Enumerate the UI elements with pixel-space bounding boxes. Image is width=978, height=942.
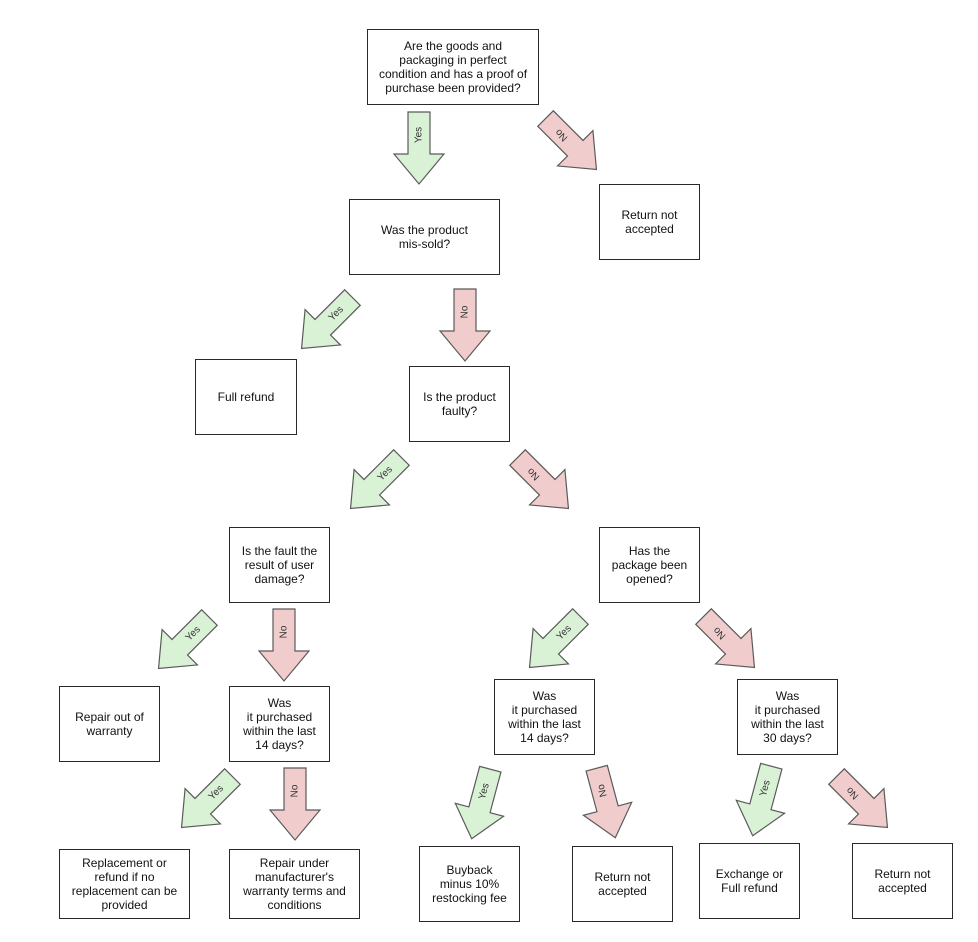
arrow-shape	[735, 762, 786, 837]
arrow-yes-12: Yes	[454, 765, 505, 840]
question-mis-sold: Was the product mis-sold?	[349, 199, 500, 275]
arrow-yes-8: Yes	[528, 607, 590, 669]
question-purchased-14-days-a: Was it purchased within the last 14 days…	[229, 686, 330, 762]
arrow-shape	[180, 767, 242, 829]
result-repair-under-warranty: Repair under manufacturer's warranty ter…	[229, 849, 360, 919]
arrow-shape	[508, 448, 570, 510]
arrow-yes-14: Yes	[735, 762, 786, 837]
arrow-label-no: No	[596, 782, 610, 798]
arrow-no-3: No	[438, 288, 492, 362]
arrow-label-yes: Yes	[414, 127, 425, 143]
question-faulty: Is the product faulty?	[409, 366, 510, 442]
result-replacement-or-refund: Replacement or refund if no replacement …	[59, 849, 190, 919]
arrow-yes-6: Yes	[157, 608, 219, 670]
arrow-label-no: No	[460, 305, 471, 318]
arrow-yes-2: Yes	[300, 288, 362, 350]
result-return-not-accepted-2: Return not accepted	[572, 846, 673, 922]
arrow-shape	[392, 111, 446, 185]
arrow-no-11: No	[268, 767, 322, 841]
arrow-shape	[827, 767, 889, 829]
result-full-refund: Full refund	[195, 359, 297, 435]
question-purchased-30-days: Was it purchased within the last 30 days…	[737, 679, 838, 755]
arrow-shape	[528, 607, 590, 669]
arrow-shape	[300, 288, 362, 350]
result-exchange-or-full-refund: Exchange or Full refund	[699, 843, 800, 919]
arrow-label-yes: Yes	[758, 779, 773, 798]
question-user-damage: Is the fault the result of user damage?	[229, 527, 330, 603]
arrow-shape	[454, 765, 505, 840]
arrow-no-13: No	[582, 764, 633, 839]
question-goods-condition: Are the goods and packaging in perfect c…	[367, 29, 539, 105]
result-buyback: Buyback minus 10% restocking fee	[419, 846, 520, 922]
arrow-no-1: No	[536, 109, 598, 171]
arrow-no-7: No	[257, 608, 311, 682]
arrow-shape	[349, 448, 411, 510]
arrow-label-no: No	[279, 625, 290, 638]
arrow-no-5: No	[508, 448, 570, 510]
arrow-shape	[536, 109, 598, 171]
arrow-yes-10: Yes	[180, 767, 242, 829]
arrow-shape	[257, 608, 311, 682]
arrow-no-9: No	[694, 607, 756, 669]
arrow-yes-4: Yes	[349, 448, 411, 510]
result-return-not-accepted-1: Return not accepted	[599, 184, 700, 260]
result-repair-out-of-warranty: Repair out of warranty	[59, 686, 160, 762]
result-return-not-accepted-3: Return not accepted	[852, 843, 953, 919]
arrow-label-yes: Yes	[477, 782, 492, 801]
arrow-no-15: No	[827, 767, 889, 829]
arrow-label-no: No	[290, 784, 301, 797]
question-package-opened: Has the package been opened?	[599, 527, 700, 603]
question-purchased-14-days-b: Was it purchased within the last 14 days…	[494, 679, 595, 755]
arrow-yes-0: Yes	[392, 111, 446, 185]
arrow-shape	[582, 764, 633, 839]
arrow-shape	[694, 607, 756, 669]
arrow-shape	[268, 767, 322, 841]
arrow-shape	[438, 288, 492, 362]
arrow-shape	[157, 608, 219, 670]
